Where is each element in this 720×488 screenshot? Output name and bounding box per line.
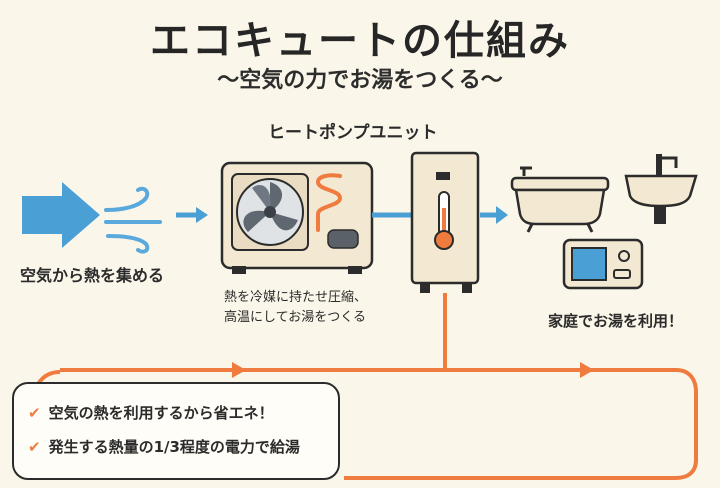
check-icon: ✔ <box>28 404 41 422</box>
usage-label: 家庭でお湯を利用！ <box>548 312 684 330</box>
compressor-icon <box>327 229 359 249</box>
heat-pump-label: ヒートポンプユニット <box>268 123 438 143</box>
note-item: ✔ 発生する熱量の1/3程度の電力で給湯 <box>28 436 300 457</box>
note-text: 空気の熱を利用するから省エネ！ <box>48 404 274 422</box>
loop-arrow-left <box>232 362 246 378</box>
check-icon: ✔ <box>28 438 41 456</box>
compress-label: 熱を冷媒に持たせ圧縮、 高温にしてお湯をつくる <box>224 288 367 328</box>
heat-pump-unit <box>220 161 374 274</box>
page-subtitle: 〜空気の力でお湯をつくる〜 <box>217 68 503 93</box>
page-title: エコキュートの仕組み <box>150 18 570 64</box>
note-item: ✔ 空気の熱を利用するから省エネ！ <box>28 402 274 423</box>
compress-label-line1: 熱を冷媒に持たせ圧縮、 <box>224 290 368 305</box>
loop-arrow-right <box>580 362 594 378</box>
hot-water-tank <box>410 151 480 293</box>
fan-icon <box>236 178 304 246</box>
sink-icon <box>624 154 698 224</box>
bathtub-icon <box>510 166 610 233</box>
compress-label-line2: 高温にしてお湯をつくる <box>224 310 366 325</box>
refrigerant-coil <box>315 173 343 232</box>
note-text: 発生する熱量の1/3程度の電力で給湯 <box>48 438 300 456</box>
circulation-loop <box>34 293 698 480</box>
control-panel-icon <box>562 238 644 290</box>
air-intake-arrow <box>22 182 100 248</box>
to-heat-pump-arrow <box>176 207 208 223</box>
to-appliances-arrow <box>480 206 508 224</box>
intake-label: 空気から熱を集める <box>20 266 165 285</box>
benefit-notes: ✔ 空気の熱を利用するから省エネ！ ✔ 発生する熱量の1/3程度の電力で給湯 <box>12 382 340 480</box>
thermometer-icon <box>434 191 454 250</box>
wind-icon <box>104 186 162 254</box>
